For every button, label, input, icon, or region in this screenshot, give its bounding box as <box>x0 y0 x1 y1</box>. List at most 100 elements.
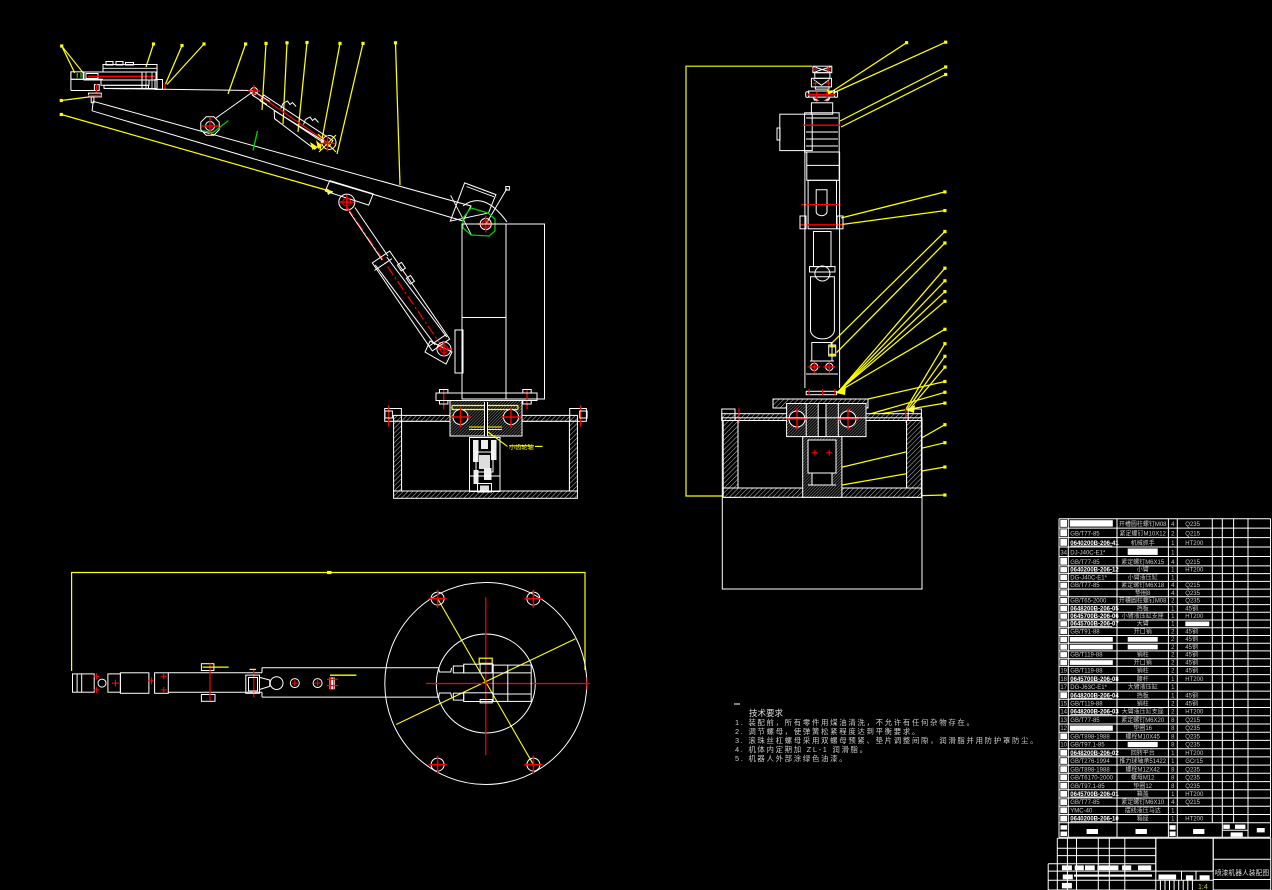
svg-text:YMC-40: YMC-40 <box>1070 809 1093 815</box>
svg-text:45钢: 45钢 <box>1185 691 1198 699</box>
svg-text:Q215: Q215 <box>1185 532 1200 538</box>
svg-text:腰杆: 腰杆 <box>1137 675 1149 683</box>
svg-text:箱座: 箱座 <box>1137 815 1149 823</box>
svg-text:45钢: 45钢 <box>1185 700 1198 708</box>
svg-text:Q235: Q235 <box>1185 734 1200 740</box>
svg-text:GB/T77-85: GB/T77-85 <box>1070 560 1100 566</box>
svg-text:2. 调节螺母，使弹簧松紧程度达到平衡要求。: 2. 调节螺母，使弹簧松紧程度达到平衡要求。 <box>735 727 921 736</box>
svg-text:8: 8 <box>1171 718 1175 724</box>
svg-text:小齿轮轴: 小齿轮轴 <box>509 444 534 452</box>
svg-text:2: 2 <box>1171 637 1175 643</box>
svg-text:12: 12 <box>1060 726 1067 732</box>
svg-text:GB/T119-88: GB/T119-88 <box>1070 702 1103 708</box>
svg-text:0645700B-206-01: 0645700B-206-01 <box>1070 792 1119 798</box>
svg-text:10: 10 <box>1060 743 1067 749</box>
svg-text:GB/T6170-2000: GB/T6170-2000 <box>1070 776 1113 782</box>
svg-text:18: 18 <box>1060 677 1067 683</box>
svg-text:小臂液压缸: 小臂液压缸 <box>1128 573 1158 581</box>
svg-text:HT200: HT200 <box>1185 614 1204 620</box>
svg-text:Q215: Q215 <box>1185 583 1200 589</box>
svg-text:GB/T119-88: GB/T119-88 <box>1070 653 1103 659</box>
svg-text:GB/T77-85: GB/T77-85 <box>1070 532 1100 538</box>
svg-text:开槽圆柱螺钉M08: 开槽圆柱螺钉M08 <box>1119 597 1167 605</box>
svg-text:8: 8 <box>1171 726 1175 732</box>
svg-text:GB/T898-1988: GB/T898-1988 <box>1070 734 1110 740</box>
svg-text:4: 4 <box>1171 591 1175 597</box>
svg-text:45钢: 45钢 <box>1185 667 1198 675</box>
svg-text:2: 2 <box>1171 599 1175 605</box>
svg-text:45钢: 45钢 <box>1185 658 1198 666</box>
svg-text:Q215: Q215 <box>1185 560 1200 566</box>
svg-text:1:4: 1:4 <box>1198 884 1208 890</box>
svg-text:GB/T91-88: GB/T91-88 <box>1070 630 1100 636</box>
svg-text:垫圈16: 垫圈16 <box>1133 724 1152 732</box>
svg-text:GB/T276-1994: GB/T276-1994 <box>1070 759 1110 765</box>
svg-text:0648200B-206-03: 0648200B-206-03 <box>1070 710 1119 716</box>
svg-text:2: 2 <box>1171 630 1175 636</box>
svg-text:GB/T898-1988: GB/T898-1988 <box>1070 767 1110 773</box>
svg-text:DJ-J40C-E1*: DJ-J40C-E1* <box>1070 551 1106 557</box>
svg-text:螺母M12: 螺母M12 <box>1131 774 1155 782</box>
svg-text:Q235: Q235 <box>1185 767 1200 773</box>
svg-text:DG-J40C-E1*: DG-J40C-E1* <box>1070 575 1107 581</box>
svg-text:0640200B-206-12: 0640200B-206-12 <box>1070 568 1119 574</box>
svg-text:回转平台: 回转平台 <box>1131 749 1155 757</box>
svg-text:17: 17 <box>1060 685 1067 691</box>
svg-text:DG-J63C-E1*: DG-J63C-E1* <box>1070 685 1107 691</box>
svg-text:2: 2 <box>1171 710 1175 716</box>
svg-text:8: 8 <box>1171 734 1175 740</box>
svg-text:GB/T97.1-85: GB/T97.1-85 <box>1070 784 1105 790</box>
svg-text:Q235: Q235 <box>1185 599 1200 605</box>
svg-text:45钢: 45钢 <box>1185 651 1198 659</box>
svg-text:1: 1 <box>1171 693 1175 699</box>
svg-text:1: 1 <box>1171 759 1175 765</box>
svg-text:0645700B-206-06: 0645700B-206-06 <box>1070 614 1119 620</box>
svg-text:34: 34 <box>1060 551 1067 557</box>
svg-text:摆线液压马达: 摆线液压马达 <box>1125 807 1161 815</box>
svg-text:1: 1 <box>1171 817 1175 823</box>
svg-text:8: 8 <box>1171 743 1175 749</box>
svg-text:HT200: HT200 <box>1185 568 1204 574</box>
svg-text:Q215: Q215 <box>1185 800 1200 806</box>
svg-text:Q215: Q215 <box>1185 718 1200 724</box>
svg-text:大臂液压缸支座: 大臂液压缸支座 <box>1122 708 1164 716</box>
svg-text:Q235: Q235 <box>1185 726 1200 732</box>
svg-text:8: 8 <box>1171 776 1175 782</box>
svg-text:小臂液压缸支座: 小臂液压缸支座 <box>1122 612 1164 620</box>
svg-text:0648200B-206-02: 0648200B-206-02 <box>1070 751 1119 757</box>
svg-text:紧定螺钉M6X15: 紧定螺钉M6X15 <box>1121 558 1165 566</box>
svg-text:大臂液压缸: 大臂液压缸 <box>1128 683 1158 691</box>
svg-text:推力球轴承51422: 推力球轴承51422 <box>1119 757 1166 765</box>
svg-text:1: 1 <box>1171 606 1175 612</box>
svg-text:销柱: 销柱 <box>1137 700 1149 708</box>
svg-text:0648200B-206-04: 0648200B-206-04 <box>1070 693 1119 699</box>
svg-text:HT200: HT200 <box>1185 817 1204 823</box>
svg-text:HT200: HT200 <box>1185 792 1204 798</box>
svg-text:GCr15: GCr15 <box>1185 759 1203 765</box>
svg-text:1: 1 <box>1171 751 1175 757</box>
svg-text:15: 15 <box>1060 702 1067 708</box>
svg-text:0640200B-206-10: 0640200B-206-10 <box>1070 817 1119 823</box>
svg-text:紧定螺钉M6X18: 紧定螺钉M6X18 <box>1121 581 1165 589</box>
svg-text:14: 14 <box>1060 710 1067 716</box>
svg-text:HT200: HT200 <box>1185 541 1204 547</box>
svg-text:螺栓M10X45: 螺栓M10X45 <box>1126 732 1161 740</box>
svg-text:2: 2 <box>1171 532 1175 538</box>
svg-text:GB/T97.1-85: GB/T97.1-85 <box>1070 743 1105 749</box>
svg-text:2: 2 <box>1171 645 1175 651</box>
svg-text:HT200: HT200 <box>1185 751 1204 757</box>
svg-text:1: 1 <box>1171 551 1175 557</box>
svg-text:1: 1 <box>1171 792 1175 798</box>
svg-text:紧定螺钉M6X20: 紧定螺钉M6X20 <box>1121 716 1165 724</box>
svg-text:机械抓手: 机械抓手 <box>1131 539 1155 547</box>
svg-text:垫圈12: 垫圈12 <box>1133 782 1152 790</box>
svg-text:销柱: 销柱 <box>1137 667 1149 675</box>
svg-text:2: 2 <box>1171 702 1175 708</box>
svg-text:8: 8 <box>1171 767 1175 773</box>
svg-text:8: 8 <box>1171 784 1175 790</box>
svg-text:挡板: 挡板 <box>1137 691 1149 699</box>
svg-text:0648200B-206-05: 0648200B-206-05 <box>1070 606 1119 612</box>
svg-text:GB/T77-85: GB/T77-85 <box>1070 718 1100 724</box>
svg-text:45钢: 45钢 <box>1185 635 1198 643</box>
svg-text:45钢: 45钢 <box>1185 604 1198 612</box>
